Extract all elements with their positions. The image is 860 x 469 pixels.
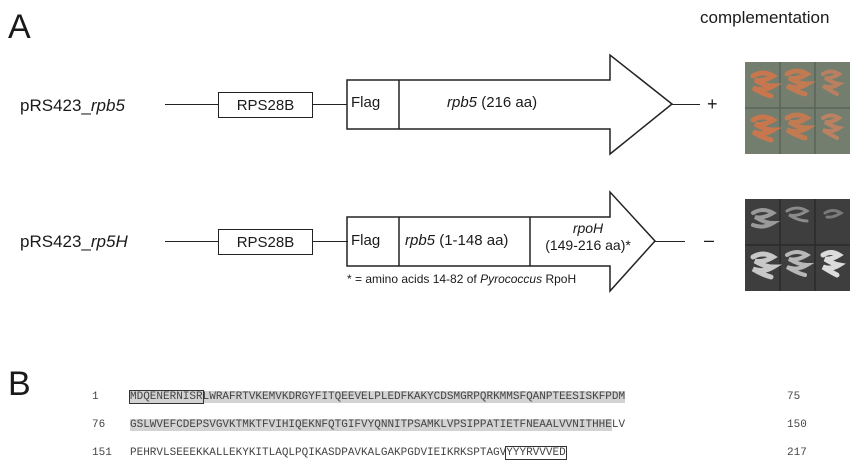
construct-2-fusion-label: rpoH (149-216 aa)* <box>533 220 643 254</box>
seq-row-2-start: 76 <box>92 419 106 431</box>
seq-row-1-end: 75 <box>787 391 801 403</box>
seq-row-1-start: 1 <box>92 391 99 403</box>
seq-row-3-plain: PEHRVLSEEEKKALLEKYKITLAQLPQIKASDPAVKALGA… <box>130 447 507 459</box>
footnote-prefix: * = amino acids 14-82 of <box>347 272 481 286</box>
construct-2-gene-length: (1-148 aa) <box>435 232 509 249</box>
construct-2-plate-photo <box>745 199 850 291</box>
construct-2-gene-arrow <box>346 190 657 293</box>
fusion-footnote: * = amino acids 14-82 of Pyrococcus RpoH <box>347 272 576 286</box>
construct-2-fusion-range: (149-216 aa)* <box>545 237 631 253</box>
construct-1-gene-length: (216 aa) <box>477 94 538 111</box>
construct-1-name-prefix: pRS423_ <box>20 96 91 115</box>
construct-2-promoter-label: RPS28B <box>236 233 295 251</box>
construct-2-line-mid <box>313 241 348 242</box>
construct-1-result: + <box>707 94 718 114</box>
construct-1-promoter-label: RPS28B <box>236 96 295 114</box>
construct-1-gene-label: rpb5 (216 aa) <box>447 94 537 111</box>
construct-2-fusion-name: rpoH <box>572 220 604 236</box>
construct-2-name: pRS423_rp5H <box>20 232 128 252</box>
construct-1-promoter-box: RPS28B <box>218 92 313 118</box>
seq-row-3-boxed-end: YYYRVVVED <box>505 446 567 460</box>
seq-row-2-highlighted: GSLWVEFCDEPSVGVKTMKTFVIHIQEKNFQTGIFVYQNN… <box>130 419 612 431</box>
seq-row-3-text: PEHRVLSEEEKKALLEKYKITLAQLPQIKASDPAVKALGA… <box>130 446 567 460</box>
construct-1-line-left <box>165 104 220 105</box>
construct-2-result: – <box>704 230 715 250</box>
panel-letter-b: B <box>8 365 31 403</box>
construct-1-gene-name: rpb5 <box>447 94 478 111</box>
seq-row-2-end: 150 <box>787 419 807 431</box>
construct-1-gene-arrow <box>346 53 674 156</box>
construct-2-promoter-box: RPS28B <box>218 229 313 255</box>
construct-2-name-prefix: pRS423_ <box>20 232 91 251</box>
seq-row-1-boxed-start: MDQENERNISR <box>129 390 204 404</box>
construct-1-line-right <box>672 104 700 105</box>
seq-row-2-text: GSLWVEFCDEPSVGVKTMKTFVIHIQEKNFQTGIFVYQNN… <box>130 419 625 431</box>
seq-row-1-highlighted: LWRAFRTVKEMVKDRGYFITQEEVELPLEDFKAKYCDSMG… <box>202 391 626 403</box>
plate-1-colonies <box>745 62 850 154</box>
construct-2-gene-label: rpb5 (1-148 aa) <box>405 232 508 249</box>
construct-1-tag-label: Flag <box>351 94 381 111</box>
construct-2-tag-label: Flag <box>351 232 381 249</box>
footnote-suffix: RpoH <box>542 272 577 286</box>
seq-row-1-text: MDQENERNISRLWRAFRTVKEMVKDRGYFITQEEVELPLE… <box>129 390 626 404</box>
panel-letter-a: A <box>8 8 31 46</box>
construct-1-name: pRS423_rpb5 <box>20 96 125 116</box>
seq-row-3-end: 217 <box>787 447 807 459</box>
plate-2-colonies <box>745 199 850 291</box>
construct-2-line-right <box>655 241 685 242</box>
construct-1-plate-photo <box>745 62 850 154</box>
seq-row-2-plain: LV <box>611 419 626 431</box>
construct-2-name-gene: rp5H <box>90 232 128 251</box>
construct-1-line-mid <box>313 104 348 105</box>
complementation-header: complementation <box>700 8 830 27</box>
construct-1-name-gene: rpb5 <box>90 96 125 115</box>
construct-2-gene-name: rpb5 <box>405 232 436 249</box>
seq-row-3-start: 151 <box>92 447 112 459</box>
footnote-organism: Pyrococcus <box>480 272 543 286</box>
construct-2-line-left <box>165 241 220 242</box>
